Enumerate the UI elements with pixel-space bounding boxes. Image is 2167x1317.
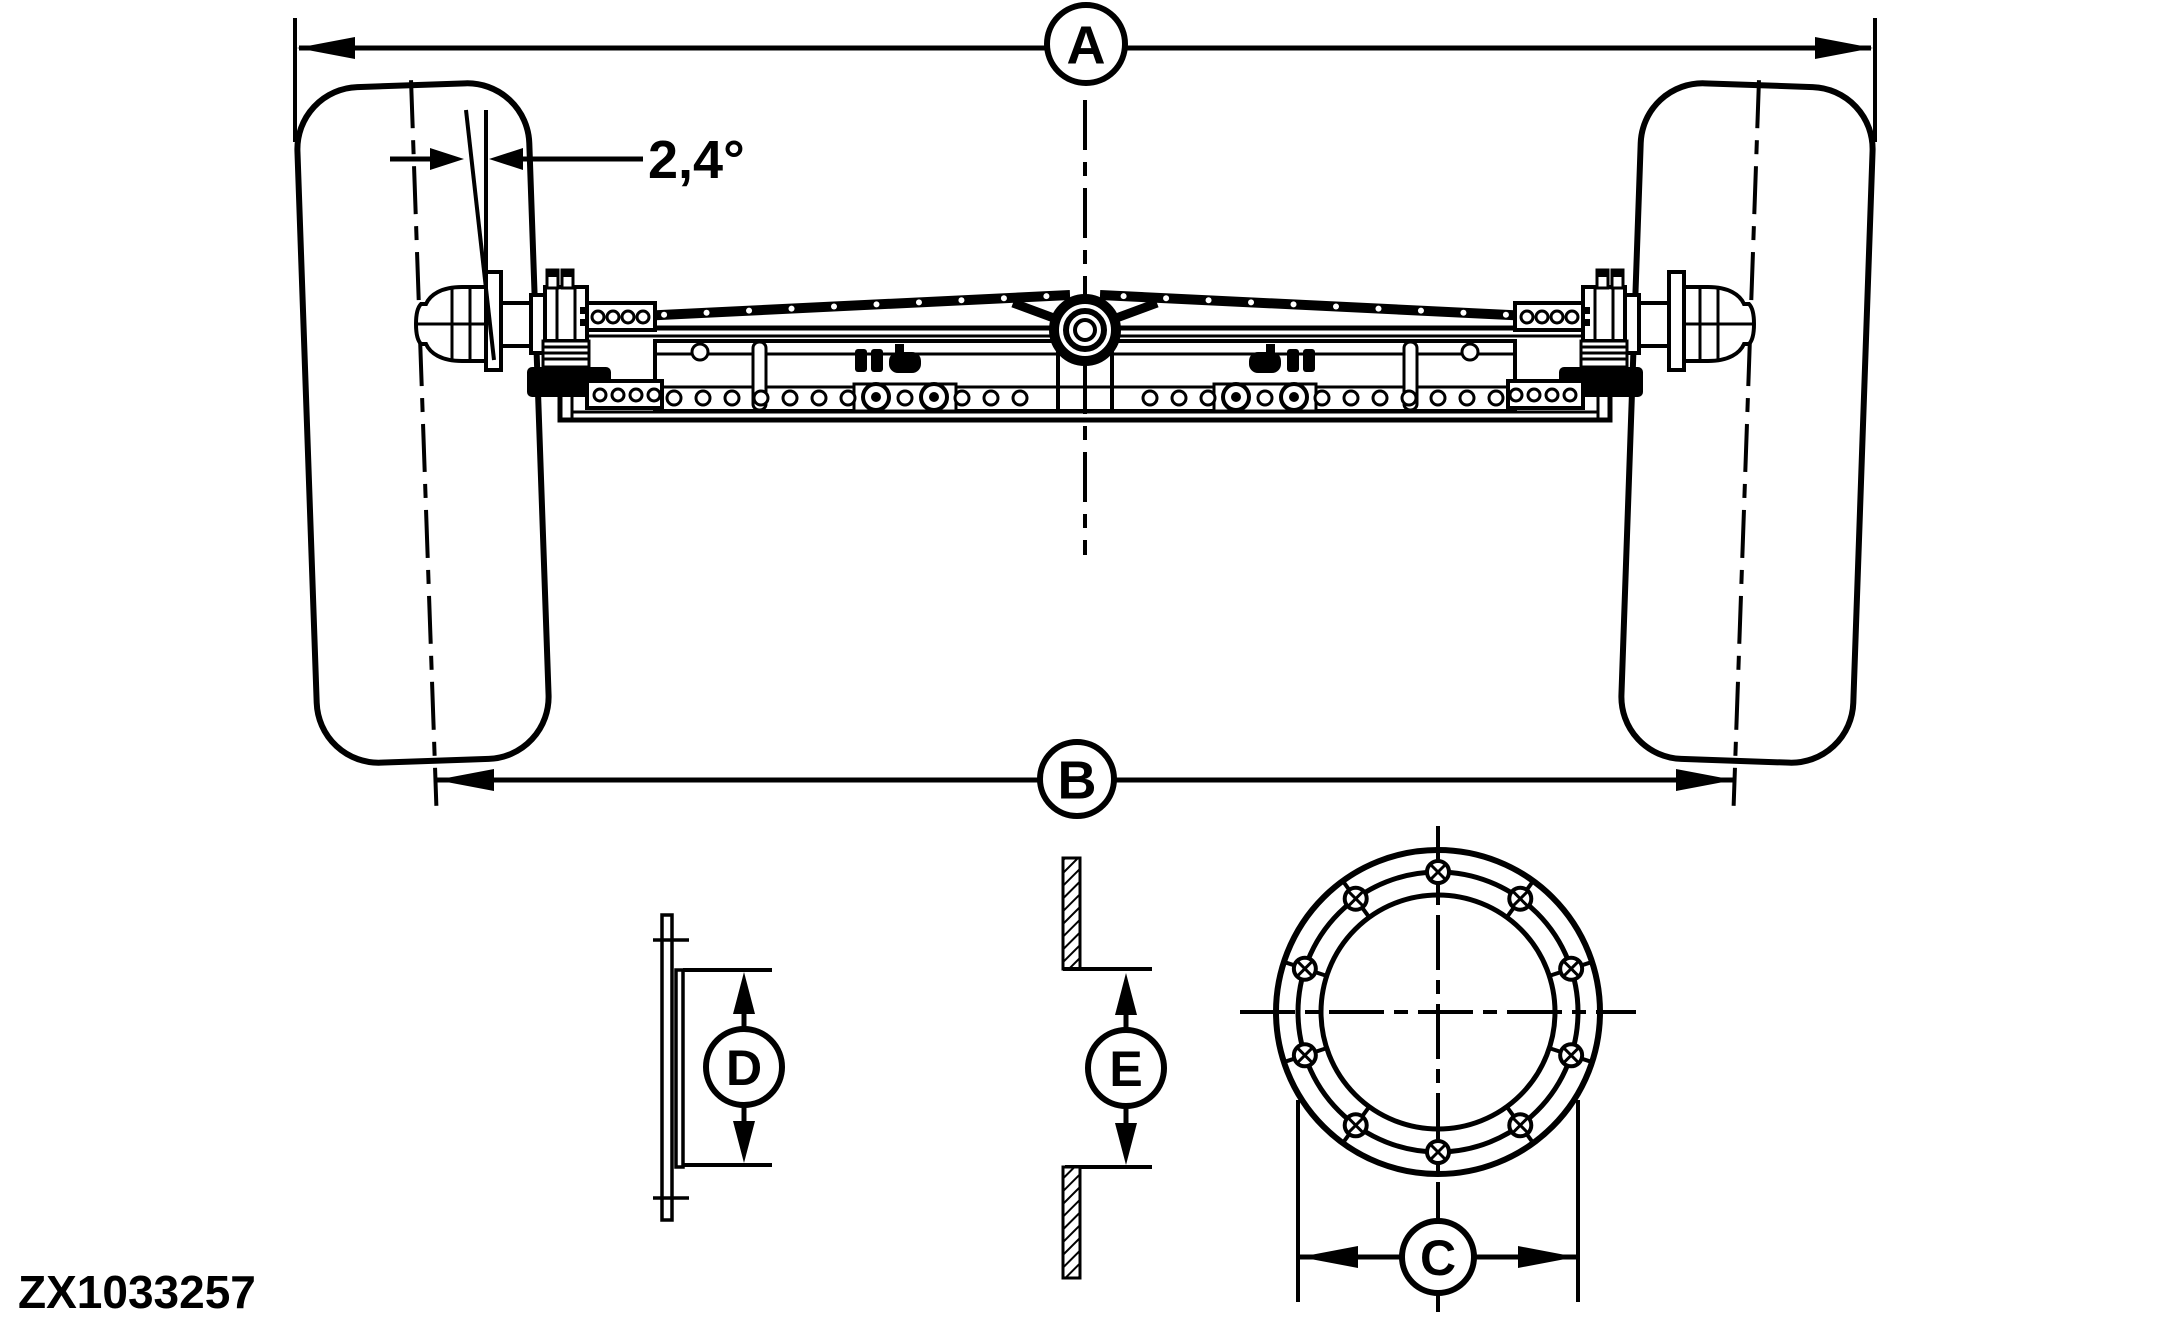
camber-tilted-line — [464, 109, 496, 361]
dimension-b: B — [436, 739, 1734, 819]
camber-angle-label: 2,4° — [648, 130, 745, 190]
wheel-centerline-left — [409, 80, 439, 806]
arrowhead-a-left — [297, 37, 355, 59]
wheel-centerline-right — [1731, 80, 1761, 806]
balloon-a-label: A — [1067, 15, 1106, 75]
figure-code: ZX1033257 — [18, 1266, 256, 1317]
wheel-left — [294, 80, 552, 806]
balloon-c-label: C — [1420, 1230, 1456, 1286]
arrowhead-a-right — [1815, 37, 1873, 59]
balloon-b — [1037, 739, 1117, 819]
tire-outline-right — [1618, 80, 1876, 766]
tire-outline-left — [294, 80, 552, 766]
balloon-b-label: B — [1058, 750, 1097, 810]
arrowhead-e-down — [1115, 1123, 1137, 1165]
center-pivot — [1049, 294, 1121, 366]
camber-callout: 2,4° — [390, 109, 745, 361]
detail-d-flange-section: D — [653, 913, 785, 1222]
detail-c-bolt-circle: C — [1240, 826, 1636, 1312]
hub-bolts — [1283, 850, 1593, 1174]
camber-arrow-right — [489, 148, 523, 170]
steering-knuckle-left — [413, 268, 664, 410]
arrowhead-b-right — [1676, 769, 1734, 791]
balloon-c — [1399, 1218, 1477, 1296]
arrowhead-c-left — [1300, 1246, 1358, 1268]
dimension-a: A — [293, 2, 1877, 142]
beam-bolt-holes — [665, 382, 1505, 412]
hatched-bar-lower — [1061, 1165, 1082, 1280]
hatched-bar-upper — [1061, 856, 1082, 971]
balloon-e-label: E — [1109, 1041, 1142, 1097]
detail-e-rim-section: E — [1061, 856, 1167, 1280]
arrowhead-c-right — [1518, 1246, 1576, 1268]
arrowhead-b-left — [436, 769, 494, 791]
camber-arrow-left — [430, 148, 464, 170]
balloon-a — [1044, 2, 1128, 86]
arrowhead-e-up — [1115, 973, 1137, 1015]
arrowhead-d-down — [733, 1121, 755, 1163]
wheel-right — [1618, 80, 1876, 806]
balloon-d-label: D — [726, 1040, 762, 1096]
arrowhead-d-up — [733, 972, 755, 1014]
